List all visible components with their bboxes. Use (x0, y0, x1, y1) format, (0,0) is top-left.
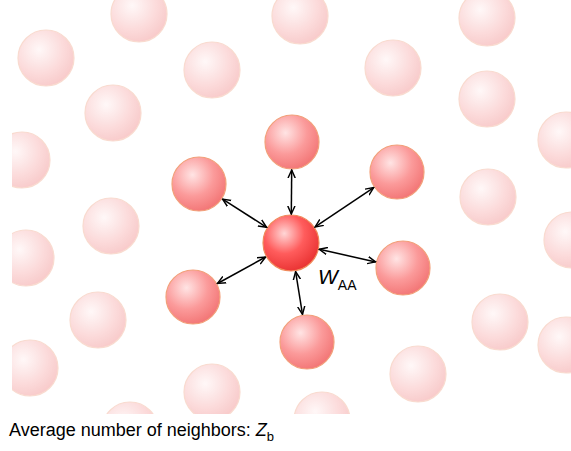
background-atom (70, 292, 126, 348)
caption-line: Average number of neighbors:Zb (9, 420, 274, 442)
background-atom (459, 71, 515, 127)
background-atom (83, 198, 139, 254)
background-atom (102, 402, 158, 414)
background-atom (538, 317, 571, 373)
symbol-text: W (318, 265, 338, 288)
background-atom (184, 42, 240, 98)
central-atom (263, 215, 319, 271)
background-atom (18, 30, 74, 86)
subscript-text: b (267, 429, 274, 444)
background-atom (460, 169, 516, 225)
background-atom (184, 364, 240, 414)
background-atom (111, 0, 167, 42)
background-atom (12, 230, 54, 286)
symbol-text: Z (256, 420, 267, 440)
subscript-text: AA (338, 277, 357, 293)
caption-text: Average number of neighbors: (9, 420, 251, 440)
neighbor-atom (376, 241, 430, 295)
bond-arrow (319, 249, 375, 262)
background-atom (538, 112, 571, 168)
background-atom (390, 346, 446, 402)
background-atom (459, 0, 515, 46)
neighbor-atom (370, 145, 424, 199)
background-atom (472, 294, 528, 350)
bond-arrow (315, 188, 374, 227)
bond-arrow (218, 257, 266, 284)
background-atom (544, 212, 571, 268)
background-atom (85, 85, 141, 141)
background-atom (12, 132, 50, 188)
interaction-label: WAA (318, 266, 357, 287)
background-atom (365, 40, 421, 96)
bond-arrow (291, 170, 293, 214)
neighbor-atom (166, 270, 220, 324)
bond-arrow (296, 272, 303, 315)
background-atom (272, 0, 328, 44)
background-atom (294, 392, 350, 414)
neighbor-atom (265, 115, 319, 169)
bond-arrow (223, 199, 267, 227)
neighbor-atom (280, 315, 334, 369)
background-atom (12, 340, 58, 396)
neighbor-atom (172, 157, 226, 211)
